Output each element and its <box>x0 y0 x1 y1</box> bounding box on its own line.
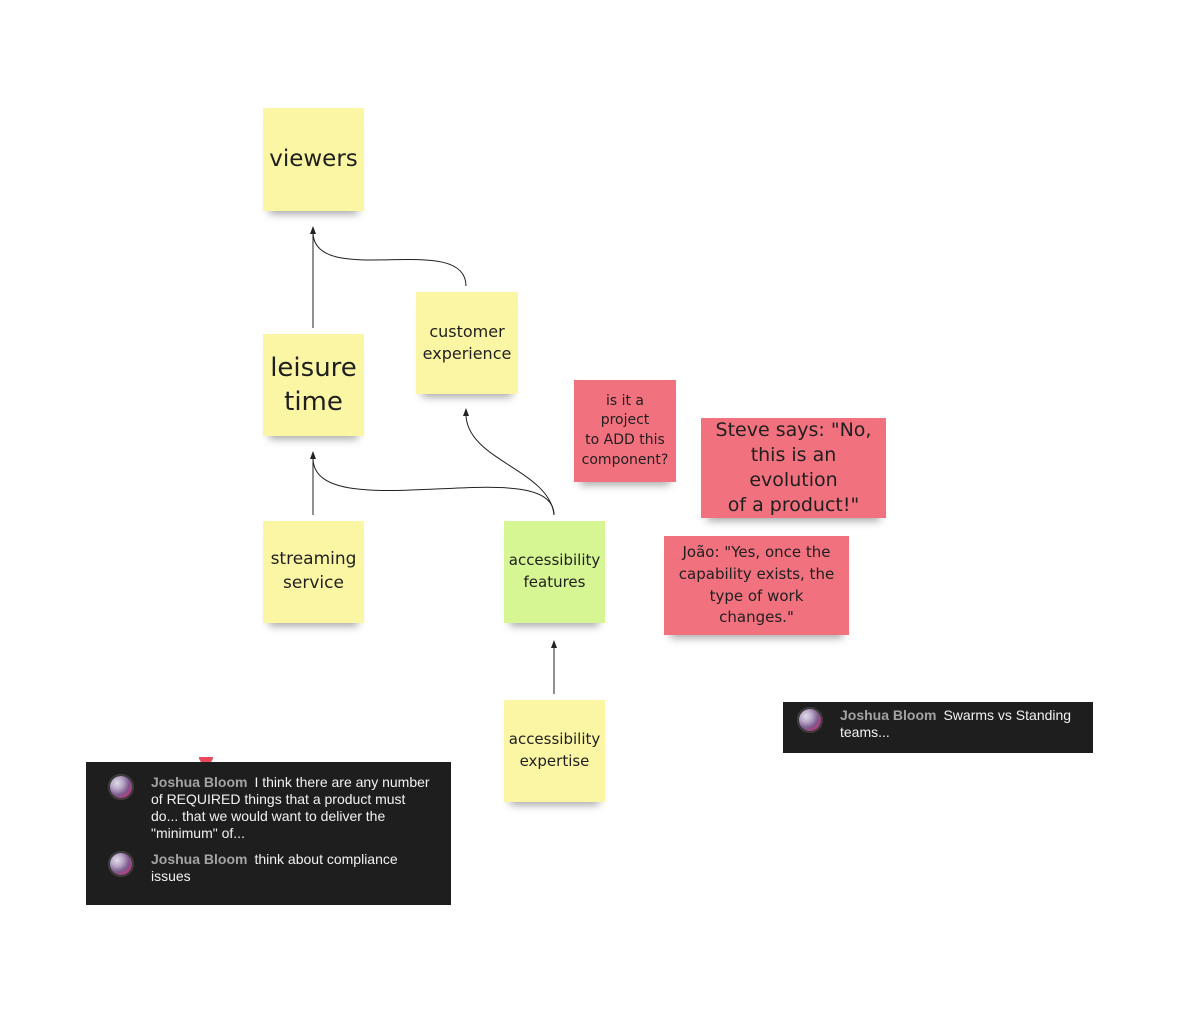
collaborator-cursor-icon <box>199 757 213 764</box>
arrow-icon <box>551 640 557 648</box>
sticky-leisure-time[interactable]: leisure time <box>263 334 364 436</box>
arrow-icon <box>310 226 316 234</box>
sticky-text: viewers <box>269 145 358 172</box>
connector-a11yf-to-leisure[interactable] <box>312 457 555 516</box>
comment-text: think about compliance issues <box>151 851 398 884</box>
sticky-text: accessibility features <box>508 551 601 591</box>
sticky-accessibility-expertise[interactable]: accessibility expertise <box>504 700 605 802</box>
arrow-icon <box>310 451 316 459</box>
avatar[interactable] <box>108 851 134 877</box>
comment-text: I think there are any number of REQUIRED… <box>151 774 430 841</box>
sticky-steve-says[interactable]: Steve says: "No, this is an evolution of… <box>701 418 886 518</box>
sticky-viewers[interactable]: viewers <box>263 108 364 211</box>
sticky-text: Steve says: "No, this is an evolution of… <box>715 418 872 517</box>
sticky-accessibility-features[interactable]: accessibility features <box>504 521 605 623</box>
sticky-text: streaming service <box>270 549 357 593</box>
comment-text: Swarms vs Standing teams... <box>840 707 1072 740</box>
sticky-project-question[interactable]: is it a project to ADD this component? <box>574 380 676 482</box>
sticky-text: customer experience <box>422 321 512 363</box>
avatar[interactable] <box>108 774 134 800</box>
connector-cx-to-viewers[interactable] <box>312 231 467 287</box>
comment-author[interactable]: Joshua Bloom <box>151 774 248 790</box>
sticky-text: leisure time <box>270 352 357 417</box>
sticky-text: is it a project to ADD this component? <box>581 392 669 468</box>
arrow-icon <box>463 408 469 416</box>
connector-a11yf-to-cx[interactable] <box>465 413 555 516</box>
sticky-text: João: "Yes, once the capability exists, … <box>678 543 835 627</box>
sticky-streaming-service[interactable]: streaming service <box>263 521 364 623</box>
comment-author[interactable]: Joshua Bloom <box>151 851 248 867</box>
avatar[interactable] <box>797 707 823 733</box>
sticky-text: accessibility expertise <box>508 730 601 770</box>
comment-author[interactable]: Joshua Bloom <box>840 707 937 723</box>
sticky-customer-experience[interactable]: customer experience <box>416 292 518 394</box>
sticky-joao-says[interactable]: João: "Yes, once the capability exists, … <box>664 536 849 635</box>
